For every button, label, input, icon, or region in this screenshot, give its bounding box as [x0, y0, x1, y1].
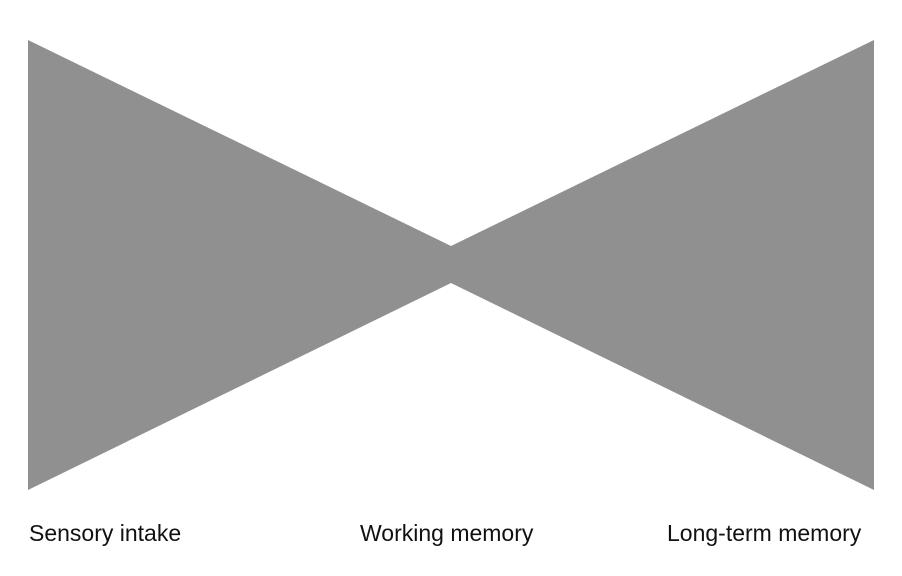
sensory-intake-label: Sensory intake — [29, 520, 182, 546]
working-memory-label: Working memory — [360, 520, 534, 546]
long-term-memory-label: Long-term memory — [667, 520, 862, 546]
long-term-memory-wedge — [451, 40, 874, 490]
sensory-intake-wedge — [28, 40, 451, 490]
